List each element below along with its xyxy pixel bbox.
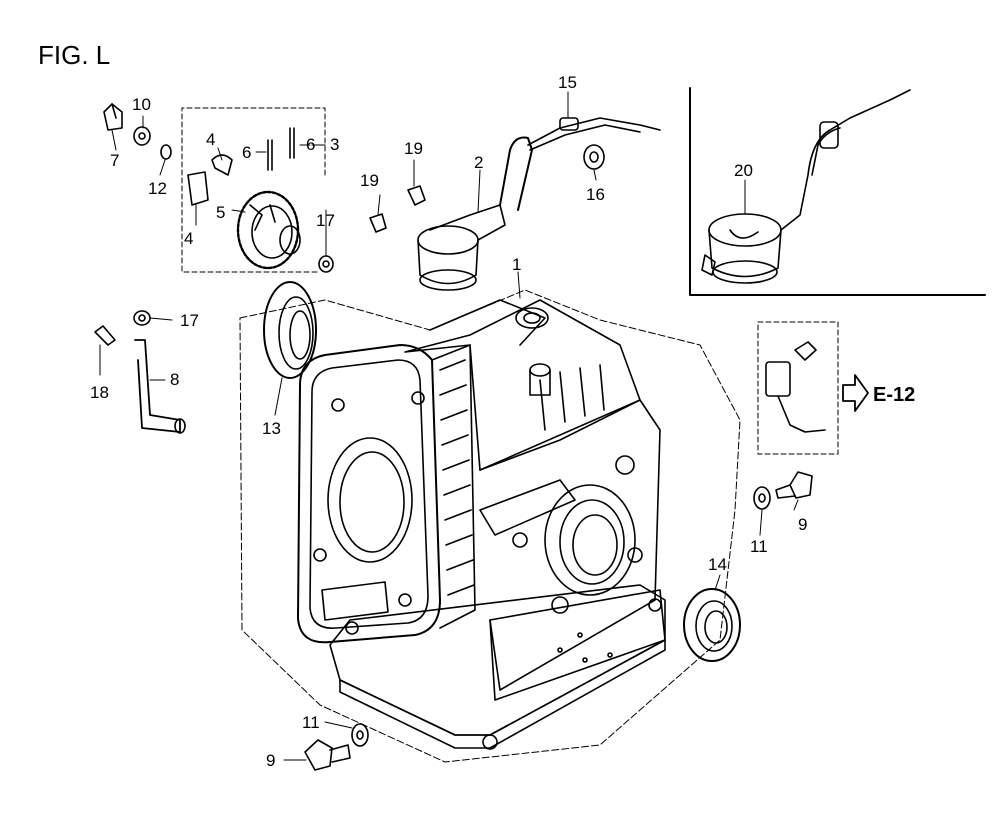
callout-8: 8: [170, 370, 179, 389]
oil-seal-14: [683, 588, 741, 662]
callout-14: 14: [708, 555, 727, 574]
callout-19-right: 19: [404, 139, 423, 158]
reference-dashed-box: [757, 321, 839, 455]
callout-11-lower: 11: [302, 713, 320, 732]
callout-19-left: 19: [360, 171, 379, 190]
callout-7: 7: [110, 151, 119, 170]
callout-5: 5: [216, 203, 225, 222]
callout-6-right: 6: [306, 135, 315, 154]
callout-20: 20: [734, 161, 753, 180]
bolt-7: [103, 103, 123, 131]
callout-9-lower: 9: [266, 751, 275, 770]
washer-17-upper: [318, 255, 334, 273]
drain-bolt-9-right: [775, 471, 813, 499]
callout-numbers: 1 2 3 4 4 5 6 6 7 8 9 9 10 11 11 12 13 1…: [90, 73, 807, 770]
tube-8: [134, 339, 186, 434]
bolts-19: [369, 185, 426, 233]
callout-4-lower: 4: [184, 229, 193, 248]
oil-pump-group-bracket: [181, 107, 326, 273]
figure-title: FIG. L: [38, 40, 111, 70]
callout-12: 12: [148, 179, 167, 198]
callout-4-upper: 4: [206, 130, 215, 149]
dowel-pins-6: [267, 127, 295, 171]
washer-11-right: [753, 486, 771, 510]
oil-seal-13: [263, 281, 317, 379]
drain-bolt-9-lower: [304, 739, 351, 771]
callout-2: 2: [474, 153, 483, 172]
callout-1: 1: [512, 255, 521, 274]
pin-18: [94, 325, 116, 346]
callout-11-right: 11: [750, 537, 768, 556]
callout-16: 16: [586, 185, 605, 204]
leader-lines: [99, 91, 799, 761]
reference-arrow-icon: [842, 374, 869, 412]
callout-18: 18: [90, 383, 109, 402]
callout-3: 3: [330, 135, 339, 154]
washer-10: [133, 126, 151, 146]
oil-pump-gear-5: [236, 190, 301, 270]
reference-label: E-12: [873, 384, 916, 406]
oil-level-switch-2: [417, 117, 661, 291]
washer-17-lower: [133, 310, 151, 326]
callout-13: 13: [262, 419, 281, 438]
callout-6-left: 6: [242, 143, 251, 162]
grommet-16: [583, 144, 605, 170]
sensor-inset-frame: [689, 87, 986, 296]
callout-17-lower: 17: [180, 311, 199, 330]
callout-10: 10: [132, 95, 151, 114]
clip-12: [160, 144, 172, 160]
callout-9-right: 9: [798, 515, 807, 534]
oil-level-switch-20: [701, 89, 911, 284]
callout-17-upper: 17: [316, 211, 335, 230]
callout-15: 15: [558, 73, 577, 92]
crankcase-cylinder: [297, 299, 666, 750]
pump-clips-4: [187, 154, 233, 206]
washer-11-lower: [351, 723, 369, 747]
reference-part-sensor: [765, 341, 826, 433]
